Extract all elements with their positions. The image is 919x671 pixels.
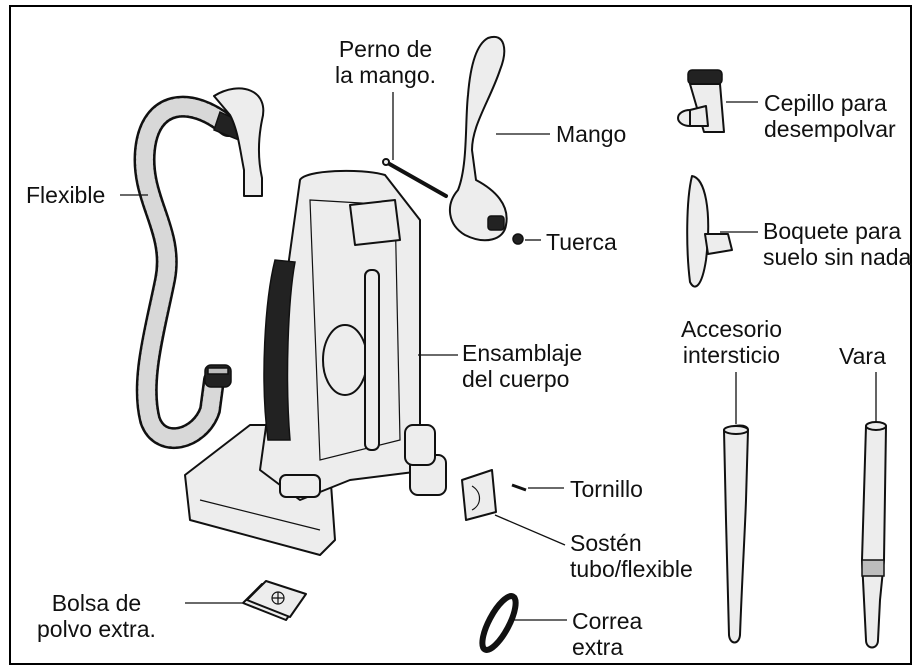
label-correa-line1: Correa [572,608,643,634]
label-cepillo-para-desempolvar: Cepillo para desempolvar [764,90,896,142]
label-ensamblaje-line1: Ensamblaje [462,340,583,366]
label-ensamblaje-del-cuerpo: Ensamblaje del cuerpo [462,340,582,392]
accesorio-tool [723,424,749,644]
label-accesorio-intersticio: Accesorio intersticio [681,316,782,368]
label-accesorio-line2: intersticio [682,342,781,368]
label-perno-line2: la mango. [335,62,437,88]
label-tuerca: Tuerca [546,229,617,255]
cepillo-brush [677,69,725,133]
label-boquete-para-suelo: Boquete para suelo sin nada [763,218,911,270]
label-boquete-line1: Boquete para [763,218,902,244]
bolsa-bag [242,580,307,621]
label-tornillo-text: Tornillo [570,476,643,502]
label-bolsa-de-polvo-extra: Bolsa de polvo extra. [37,590,156,642]
label-flexible: Flexible [26,182,105,208]
label-vara-text: Vara [839,343,886,369]
label-tuerca-text: Tuerca [546,229,617,255]
label-accesorio-line1: Accesorio [681,316,782,342]
label-perno-line1: Perno de [338,36,433,62]
label-boquete-line2: suelo sin nada [763,244,912,270]
perno-rod [384,160,448,198]
sosten-holder [461,469,497,521]
tuerca-nut [512,233,524,245]
label-perno-de-la-mango: Perno de la mango. [335,36,436,88]
label-sosten-line1: Sostén [570,530,642,556]
label-correa-line2: extra [572,634,624,660]
body-assembly [184,169,447,556]
label-mango: Mango [556,121,626,147]
flexible-hose [133,87,265,449]
label-sosten-tubo-flexible: Sostén tubo/flexible [570,530,693,582]
leader-lines [120,92,877,621]
label-tornillo: Tornillo [570,476,643,502]
mango-handle [449,35,508,242]
label-correa-extra: Correa extra [572,608,642,660]
label-mango-text: Mango [556,121,627,147]
label-bolsa-line2: polvo extra. [37,616,156,642]
label-cepillo-line2: desempolvar [764,116,896,142]
correa-belt [479,593,519,653]
label-sosten-line2: tubo/flexible [570,556,693,582]
boquete-nozzle [686,175,733,288]
tornillo-screw [511,483,527,492]
label-bolsa-line1: Bolsa de [51,590,142,616]
label-flexible-text: Flexible [26,182,106,208]
vara-wand [861,421,887,649]
label-ensamblaje-line2: del cuerpo [462,366,570,392]
label-vara: Vara [839,343,886,369]
label-cepillo-line1: Cepillo para [764,90,887,116]
